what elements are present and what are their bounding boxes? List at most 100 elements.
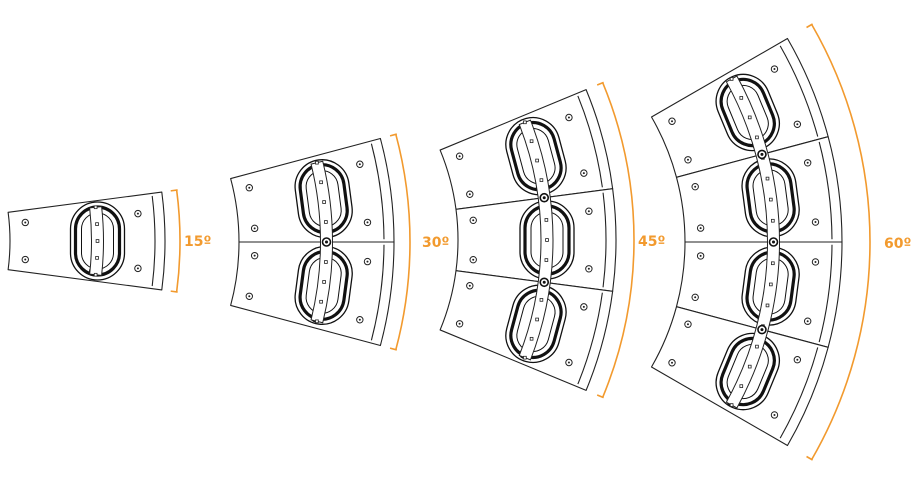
screw-icon-center [587,267,590,270]
strap-hole [324,220,328,224]
angle-arc-tick [806,23,813,29]
screw-icon-center [694,185,697,188]
joint-pin-center [542,196,546,200]
screw-icon-center [796,123,799,126]
strap-hole [755,344,759,349]
cabinet-side-edge [602,192,607,288]
strap-hole [529,139,534,144]
speaker-array-45: 45º [439,81,665,399]
cabinet-side-edge [779,347,819,439]
screw-icon-center [253,254,256,257]
screw-icon-center [567,361,570,364]
strap-hole [747,115,752,120]
cabinet-face [230,241,395,347]
screw-icon-center [248,295,251,298]
strap-hole [95,222,99,226]
angle-arc-tick [806,455,813,461]
strap-hole [765,303,770,308]
strap-hole [322,200,326,204]
cabinet-side-edge [370,143,385,240]
strap-hole [535,158,539,163]
strap-hole [729,403,734,407]
angle-arc-tick [170,189,178,192]
screw-icon-center [24,221,27,224]
speaker-cabinet [7,191,166,291]
screw-icon-center [582,305,585,308]
strap-hole [93,205,98,210]
screw-icon-center [582,172,585,175]
angle-arc [395,134,411,350]
screw-icon-center [587,210,590,213]
strap-hole [315,160,319,165]
strap-hole [771,218,775,223]
joint-pin-center [760,152,764,156]
strap-hole [95,256,99,260]
angle-label-45: 45º [638,234,665,250]
screw-icon-center [366,221,369,224]
strap-hole [739,384,744,388]
screw-icon-center [806,161,809,164]
strap-hole [535,317,539,322]
screw-icon-center [366,260,369,263]
screw-icon-center [358,163,361,166]
screw-icon-center [699,254,702,257]
strap-hole [539,298,544,302]
strap-hole [93,272,98,277]
cabinet-side-edge [818,244,833,343]
strap-hole [765,176,770,181]
cabinet-side-edge [779,45,819,137]
screw-icon-center [458,155,461,158]
speaker-array-15: 15º [7,189,211,293]
screw-icon-center [472,219,475,222]
angle-arc-tick [596,394,604,399]
strap-hole [747,364,752,369]
screw-icon-center [699,227,702,230]
joint-pin-center [325,240,328,244]
rigging-strap [725,75,780,409]
screw-icon-center [796,358,799,361]
strap-hole [523,120,527,125]
angle-arc [175,189,181,293]
screw-icon-center [567,116,570,119]
strap-hole [95,239,100,243]
strap-hole [523,355,527,360]
strap-hole [771,261,775,266]
cabinet-side-edge [577,95,603,188]
screw-icon-center [814,260,817,263]
strap-hole [755,135,759,140]
strap-hole [322,280,326,284]
screw-icon-center [773,413,776,416]
strap-hole [324,260,328,264]
cabinet-side-edge [577,292,603,385]
angle-label-15: 15º [184,234,211,250]
cabinet-face [7,191,166,291]
angle-arc [601,82,635,398]
screw-icon-center [671,361,674,364]
strap-hole [545,238,549,242]
screw-icon-center [468,284,471,287]
strap-hole [769,282,773,287]
screw-icon-center [248,186,251,189]
screw-icon-center [694,296,697,299]
screw-icon-center [671,120,674,123]
speaker-cabinet [439,89,614,210]
rigging-strap [518,119,554,361]
screw-icon-center [24,258,27,261]
angle-arc-tick [170,290,178,293]
strap-hole [769,197,773,202]
strap-hole [319,299,323,304]
screw-icon-center [686,158,689,161]
speaker-array-60: 60º [650,23,911,461]
screw-icon-center [136,212,139,215]
strap-hole [529,336,534,341]
strap-hole [544,218,549,222]
strap-hole [544,258,549,262]
strap-hole [539,178,544,182]
speaker-cabinet [675,136,843,243]
speaker-cabinet [230,137,395,243]
angle-label-30: 30º [422,235,449,251]
screw-icon-center [806,320,809,323]
screw-icon-center [136,267,139,270]
